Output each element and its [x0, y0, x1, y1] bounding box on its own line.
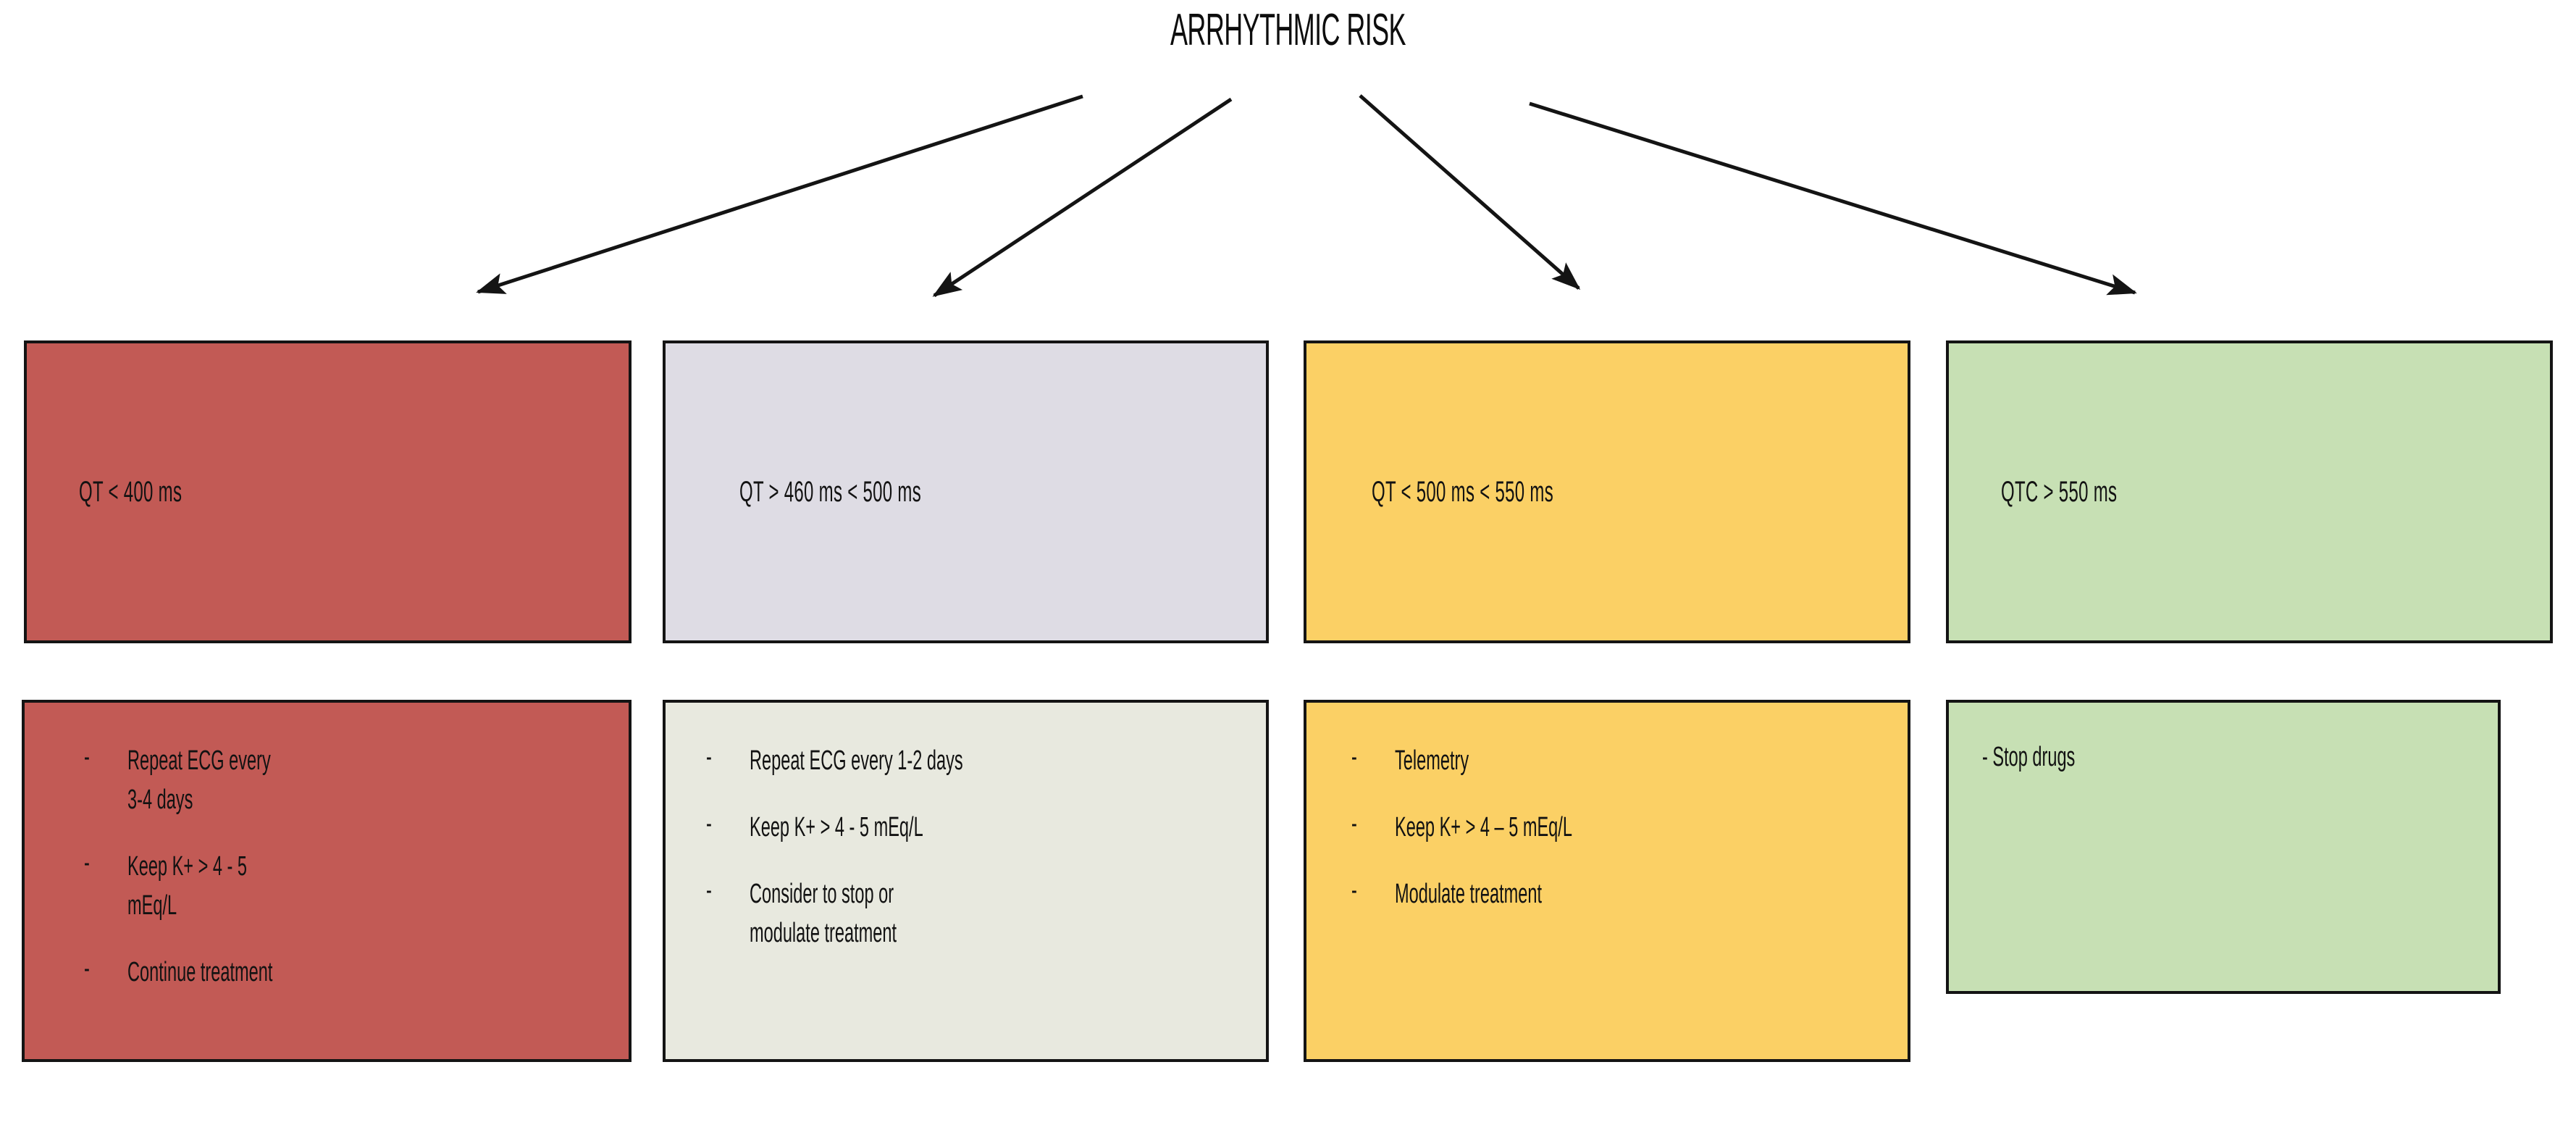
bullet-text: Consider to stop or modulate treatment: [750, 878, 897, 948]
bullet-text: Keep K+ > 4 – 5 mEq/L: [1395, 811, 1572, 843]
bullet-dash: -: [84, 742, 90, 772]
bullet-text: Modulate treatment: [1395, 878, 1542, 909]
bullet-text: Repeat ECG every 3-4 days: [127, 745, 271, 815]
list-item: - Consider to stop or modulate treatment: [666, 875, 1266, 953]
bullet-dash: -: [1351, 874, 1357, 906]
header-box-lavender[interactable]: QT > 460 ms < 500 ms: [663, 340, 1269, 643]
bullet-dash: -: [706, 808, 712, 839]
list-item: - Repeat ECG every 3-4 days: [25, 742, 629, 820]
header-label-red: QT < 400 ms: [79, 475, 182, 508]
list-item: - Repeat ECG every 1-2 days: [666, 742, 1266, 781]
header-label-lavender: QT > 460 ms < 500 ms: [739, 475, 922, 508]
bullet-dash: -: [1351, 808, 1357, 839]
bullet-text: Keep K+ > 4 - 5 mEq/L: [750, 811, 923, 843]
header-label-yellow: QT < 500 ms < 550 ms: [1372, 475, 1554, 508]
header-box-yellow[interactable]: QT < 500 ms < 550 ms: [1304, 340, 1910, 643]
detail-box-green[interactable]: - Stop drugs: [1946, 700, 2501, 994]
list-item: - Keep K+ > 4 - 5 mEq/L: [25, 848, 629, 926]
detail-box-red[interactable]: - Repeat ECG every 3-4 days - Keep K+ > …: [22, 700, 632, 1062]
bullet-dash: -: [1351, 742, 1357, 772]
list-item: - Keep K+ > 4 – 5 mEq/L: [1306, 808, 1908, 848]
bullet-text: Telemetry: [1395, 745, 1469, 776]
header-box-red[interactable]: QT < 400 ms: [24, 340, 632, 643]
arrow-to-yellow: [1359, 94, 1581, 290]
bullet-text: Continue treatment: [127, 956, 273, 987]
list-item: - Keep K+ > 4 - 5 mEq/L: [666, 808, 1266, 848]
bullet-dash: -: [706, 874, 712, 906]
bullet-dash: -: [84, 847, 90, 878]
header-box-green[interactable]: QTC > 550 ms: [1946, 340, 2553, 643]
arrow-to-lavender: [932, 97, 1233, 298]
bullet-text: Keep K+ > 4 - 5 mEq/L: [127, 850, 248, 921]
list-item: - Continue treatment: [25, 953, 629, 992]
bullet-text: Repeat ECG every 1-2 days: [750, 745, 963, 776]
stop-drugs-text: - Stop drugs: [1982, 742, 2076, 772]
list-item: - Modulate treatment: [1306, 875, 1908, 914]
bullet-dash: -: [84, 953, 90, 984]
list-item: - Telemetry: [1306, 742, 1908, 781]
header-label-green: QTC > 550 ms: [2001, 475, 2118, 508]
page-title: ARRHYTHMIC RISK: [1170, 5, 1406, 55]
bullet-dash: -: [706, 742, 712, 772]
detail-box-yellow[interactable]: - Telemetry - Keep K+ > 4 – 5 mEq/L - Mo…: [1304, 700, 1910, 1062]
detail-box-lavender[interactable]: - Repeat ECG every 1-2 days - Keep K+ > …: [663, 700, 1269, 1062]
arrow-to-green: [1529, 101, 2137, 296]
arrow-to-red: [476, 94, 1083, 294]
